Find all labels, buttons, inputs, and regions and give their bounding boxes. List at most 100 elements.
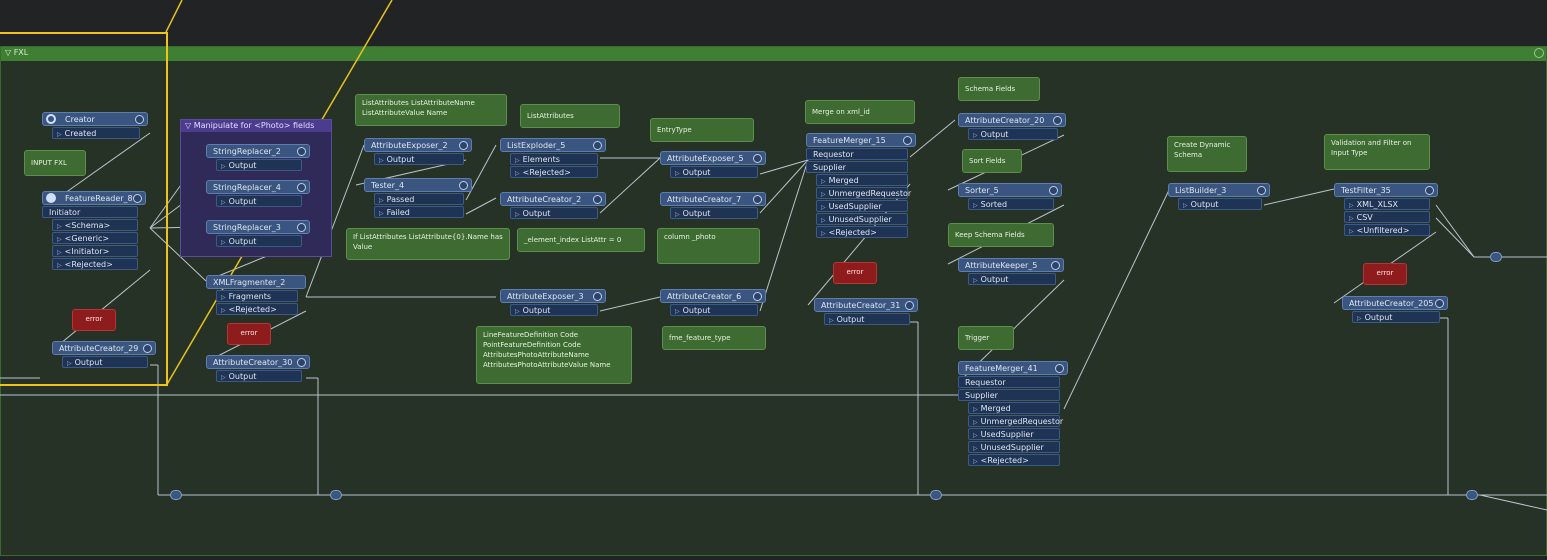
- gear-icon[interactable]: [143, 344, 152, 353]
- gear-icon[interactable]: [593, 195, 602, 204]
- transformer-attributecreator-7[interactable]: AttributeCreator_7 Output: [660, 192, 766, 219]
- transformer-listexploder-5[interactable]: ListExploder_5 Elements <Rejected>: [500, 138, 606, 178]
- output-port[interactable]: Output: [1178, 198, 1262, 210]
- gear-icon[interactable]: [593, 141, 602, 150]
- output-port[interactable]: Elements: [510, 153, 598, 165]
- output-port[interactable]: <Rejected>: [52, 258, 138, 270]
- transformer-header[interactable]: StringReplacer_2: [206, 144, 310, 158]
- output-port[interactable]: Output: [62, 356, 148, 368]
- transformer-attributecreator-31[interactable]: AttributeCreator_31 Output: [814, 298, 918, 325]
- transformer-header[interactable]: AttributeExposer_5: [660, 151, 766, 165]
- transformer-xmlfragmenter-2[interactable]: XMLFragmenter_2 Fragments <Rejected>: [206, 275, 306, 315]
- output-port[interactable]: Output: [670, 166, 758, 178]
- annotation-list-attributes[interactable]: ListAttributes: [520, 104, 620, 128]
- gear-icon[interactable]: [1055, 364, 1064, 373]
- annotation-input-fxl[interactable]: INPUT FXL: [24, 150, 86, 176]
- transformer-attributecreator-29[interactable]: AttributeCreator_29 Output: [52, 341, 156, 368]
- gear-icon[interactable]: [135, 115, 144, 124]
- transformer-header[interactable]: AttributeKeeper_5: [958, 258, 1064, 272]
- gear-icon[interactable]: [297, 223, 306, 232]
- transformer-header[interactable]: AttributeExposer_2: [364, 138, 472, 152]
- output-port[interactable]: UnusedSupplier: [816, 213, 908, 225]
- junction[interactable]: [930, 490, 942, 500]
- annotation-trigger[interactable]: Trigger: [958, 326, 1014, 350]
- output-port[interactable]: XML_XLSX: [1344, 198, 1430, 210]
- output-port[interactable]: <Initiator>: [52, 245, 138, 257]
- gear-icon[interactable]: [753, 154, 762, 163]
- transformer-header[interactable]: AttributeCreator_205: [1342, 296, 1448, 310]
- transformer-testfilter-35[interactable]: TestFilter_35 XML_XLSX CSV <Unfiltered>: [1334, 183, 1438, 236]
- bookmark-header[interactable]: ▽ FXL: [1, 47, 1546, 61]
- output-port[interactable]: UsedSupplier: [816, 200, 908, 212]
- output-port[interactable]: <Rejected>: [816, 226, 908, 238]
- gear-icon[interactable]: [1425, 186, 1434, 195]
- input-port[interactable]: Initiator: [42, 206, 138, 218]
- input-port[interactable]: Supplier: [958, 389, 1060, 401]
- annotation-sort-fields[interactable]: Sort Fields: [962, 149, 1022, 173]
- transformer-listbuilder-3[interactable]: ListBuilder_3 Output: [1168, 183, 1270, 210]
- gear-icon[interactable]: [1534, 48, 1544, 58]
- output-port[interactable]: Output: [670, 304, 758, 316]
- transformer-header[interactable]: Sorter_5: [958, 183, 1062, 197]
- error-tag[interactable]: error: [72, 309, 116, 331]
- output-port[interactable]: Created: [52, 127, 140, 139]
- output-port[interactable]: Output: [216, 195, 302, 207]
- gear-icon[interactable]: [593, 292, 602, 301]
- gear-icon[interactable]: [1051, 261, 1060, 270]
- output-port[interactable]: <Generic>: [52, 232, 138, 244]
- input-port[interactable]: Supplier: [806, 161, 908, 173]
- gear-icon[interactable]: [905, 301, 914, 310]
- annotation-element-index[interactable]: _element_index ListAttr = 0: [517, 228, 645, 252]
- transformer-header[interactable]: AttributeCreator_2: [500, 192, 606, 206]
- transformer-attributeexposer-3[interactable]: AttributeExposer_3 Output: [500, 289, 606, 316]
- annotation-line-feature[interactable]: LineFeatureDefinition Code PointFeatureD…: [476, 326, 632, 384]
- transformer-attributeexposer-2[interactable]: AttributeExposer_2 Output: [364, 138, 472, 165]
- annotation-create-schema[interactable]: Create Dynamic Schema: [1167, 136, 1247, 172]
- output-port[interactable]: Failed: [374, 206, 464, 218]
- annotation-if-list[interactable]: If ListAttributes ListAttribute{0}.Name …: [346, 228, 510, 260]
- transformer-featuremerger-15[interactable]: FeatureMerger_15 Requestor Supplier Merg…: [806, 133, 916, 238]
- output-port[interactable]: Output: [824, 313, 910, 325]
- gear-icon[interactable]: [133, 194, 142, 203]
- transformer-header[interactable]: AttributeCreator_31: [814, 298, 918, 312]
- output-port[interactable]: Output: [510, 207, 598, 219]
- transformer-attributekeeper-5[interactable]: AttributeKeeper_5 Output: [958, 258, 1064, 285]
- transformer-header[interactable]: Creator: [42, 112, 148, 126]
- output-port[interactable]: Output: [216, 159, 302, 171]
- transformer-attributecreator-20[interactable]: AttributeCreator_20 Output: [958, 113, 1066, 140]
- transformer-header[interactable]: StringReplacer_3: [206, 220, 310, 234]
- gear-icon[interactable]: [1257, 186, 1266, 195]
- output-port[interactable]: UnusedSupplier: [968, 441, 1060, 453]
- junction[interactable]: [1466, 490, 1478, 500]
- output-port[interactable]: Output: [374, 153, 464, 165]
- transformer-attributeexposer-5[interactable]: AttributeExposer_5 Output: [660, 151, 766, 178]
- transformer-attributecreator-6[interactable]: AttributeCreator_6 Output: [660, 289, 766, 316]
- transformer-sorter-5[interactable]: Sorter_5 Sorted: [958, 183, 1062, 210]
- transformer-header[interactable]: ListExploder_5: [500, 138, 606, 152]
- annotation-validation[interactable]: Validation and Filter on Input Type: [1324, 134, 1430, 170]
- input-port[interactable]: Requestor: [958, 376, 1060, 388]
- gear-icon[interactable]: [297, 183, 306, 192]
- transformer-header[interactable]: Tester_4: [364, 178, 472, 192]
- transformer-header[interactable]: AttributeCreator_7: [660, 192, 766, 206]
- transformer-header[interactable]: AttributeCreator_20: [958, 113, 1066, 127]
- output-port[interactable]: <Rejected>: [216, 303, 298, 315]
- transformer-stringreplacer-2[interactable]: StringReplacer_2 Output: [206, 144, 310, 171]
- error-tag[interactable]: error: [833, 262, 877, 284]
- error-tag[interactable]: error: [227, 323, 271, 345]
- output-port[interactable]: Passed: [374, 193, 464, 205]
- gear-icon[interactable]: [753, 292, 762, 301]
- transformer-header[interactable]: FeatureMerger_15: [806, 133, 916, 147]
- transformer-attributecreator-30[interactable]: AttributeCreator_30 Output: [206, 355, 310, 382]
- transformer-featurereader[interactable]: FeatureReader_8 Initiator <Schema> <Gene…: [42, 191, 146, 270]
- transformer-header[interactable]: AttributeCreator_6: [660, 289, 766, 303]
- transformer-creator[interactable]: Creator Created: [42, 112, 148, 139]
- transformer-header[interactable]: FeatureReader_8: [42, 191, 146, 205]
- gear-icon[interactable]: [459, 181, 468, 190]
- gear-icon[interactable]: [1435, 299, 1444, 308]
- output-port[interactable]: Sorted: [968, 198, 1054, 210]
- transformer-header[interactable]: XMLFragmenter_2: [206, 275, 306, 289]
- gear-icon[interactable]: [1053, 116, 1062, 125]
- output-port[interactable]: <Unfiltered>: [1344, 224, 1430, 236]
- gear-icon[interactable]: [1049, 186, 1058, 195]
